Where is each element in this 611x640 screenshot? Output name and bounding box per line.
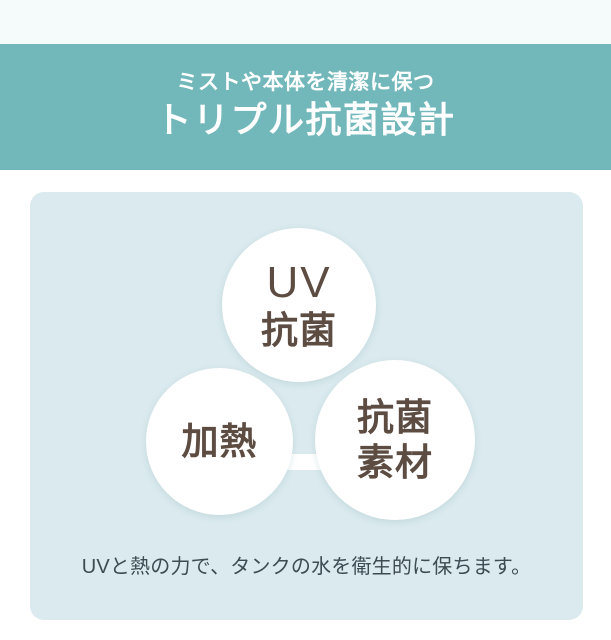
venn-circle-material-label-line-1: 抗菌 — [357, 397, 433, 439]
venn-circle-heat-label-line-1: 加熱 — [181, 420, 258, 462]
feature-panel: UV 抗菌 加熱 抗菌 素材 UVと熱の力で、タンクの水を衛生的に保ちます。 — [30, 192, 583, 620]
top-strip — [0, 0, 611, 44]
venn-circle-material-label-line-2: 素材 — [357, 441, 433, 483]
venn-circle-material: 抗菌 素材 — [315, 360, 475, 520]
venn-circle-uv-label-line-1: UV — [266, 258, 332, 308]
venn-circle-heat: 加熱 — [146, 368, 293, 515]
headline-banner: ミストや本体を清潔に保つ トリプル抗菌設計 — [0, 44, 611, 170]
venn-circle-uv: UV 抗菌 — [222, 228, 376, 382]
banner-subtitle: ミストや本体を清潔に保つ — [176, 71, 435, 95]
banner-gap — [0, 170, 611, 192]
bottom-strip — [0, 620, 611, 640]
banner-title: トリプル抗菌設計 — [155, 99, 456, 141]
panel-caption: UVと熱の力で、タンクの水を衛生的に保ちます。 — [81, 556, 532, 578]
venn-circle-uv-label-line-2: 抗菌 — [261, 309, 337, 351]
venn-diagram: UV 抗菌 加熱 抗菌 素材 — [30, 192, 583, 552]
